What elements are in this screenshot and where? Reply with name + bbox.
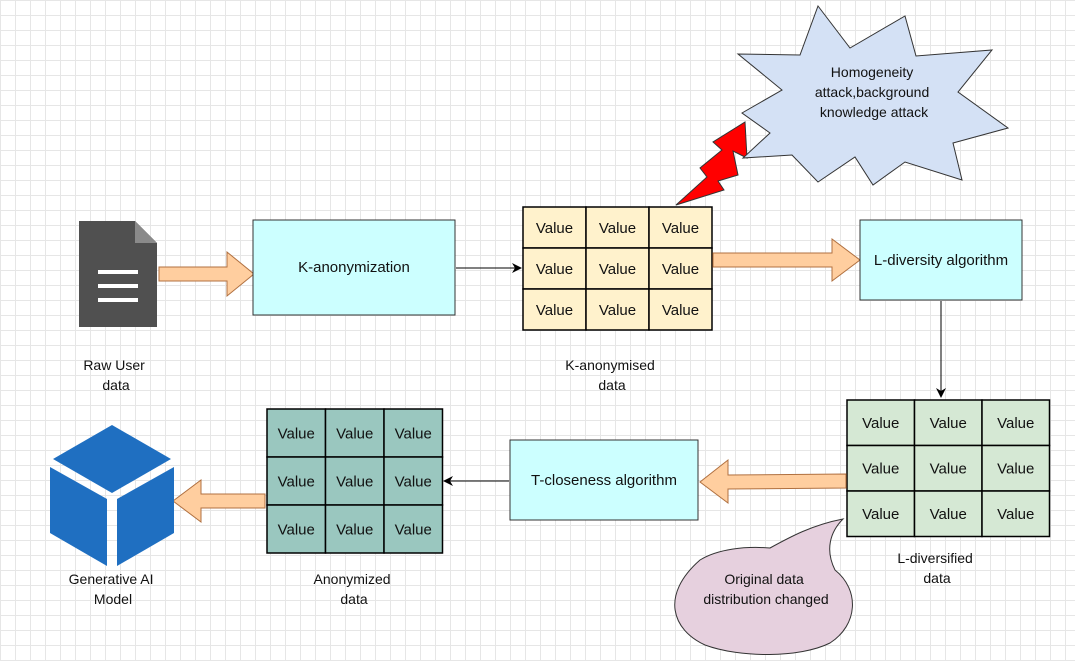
k-anonymization-box[interactable]: K-anonymization [252,219,456,316]
t-closeness-label: T-closeness algorithm [531,472,677,489]
table-cell-value: Value [599,261,636,278]
table-cell [585,288,650,331]
raw-user-data-label: Raw User data [83,357,148,393]
table-cell-value: Value [395,473,432,490]
table-cell [383,456,444,506]
table-cell-value: Value [930,506,967,523]
l-diversity-label: L-diversity algorithm [874,252,1008,269]
table-cell-value: Value [862,415,899,432]
attack-starburst: Homogeneity attack,background knowledge … [736,4,1010,186]
table-cell [648,288,713,331]
k-anonymization-label: K-anonymization [298,259,410,276]
table-cell [846,399,916,447]
cube-icon [50,425,174,566]
block-arrow-table-to-l [712,238,861,282]
callout-bubble: Original data distribution changed [674,518,853,655]
table-cell-value: Value [662,220,699,237]
table-cell-value: Value [278,473,315,490]
table-cell-value: Value [395,521,432,538]
table-cell-value: Value [930,415,967,432]
table-cell-value: Value [599,220,636,237]
table-cell-value: Value [862,506,899,523]
table-cell-value: Value [997,506,1034,523]
t-closeness-box[interactable]: T-closeness algorithm [509,439,699,521]
anonymized-data-label: Anonymized data [314,571,395,607]
table-cell-value: Value [662,302,699,319]
block-arrow-l-to-t [699,458,847,504]
table-cell [981,490,1051,538]
table-cell-value: Value [395,425,432,442]
table-cell-value: Value [278,425,315,442]
table-cell [981,399,1051,447]
k-anonymised-data-label: K-anonymised data [565,357,658,393]
callout-label: Original data distribution changed [703,571,828,607]
table-cell [383,408,444,458]
attack-label: Homogeneity attack,background knowledge … [815,64,933,120]
generative-ai-label: Generative AI Model [69,571,158,607]
l-diversity-box[interactable]: L-diversity algorithm [859,219,1023,301]
table-cell [324,504,385,554]
block-arrow-table-to-ai [172,479,266,523]
table-cell-value: Value [997,461,1034,478]
table-cell-value: Value [278,521,315,538]
table-cell-value: Value [536,261,573,278]
table-cell-value: Value [336,425,373,442]
table-cell-value: Value [862,461,899,478]
table-cell [522,206,587,249]
table-cell-value: Value [536,302,573,319]
lightning-bolt [675,121,748,206]
table-cell [648,247,713,290]
table-cell-value: Value [997,415,1034,432]
l-diversified-data-label: L-diversified data [897,550,976,586]
table-cell [324,408,385,458]
document-icon [79,221,157,327]
table-cell-value: Value [336,521,373,538]
table-cell-value: Value [930,461,967,478]
table-cell-value: Value [662,261,699,278]
table-cell [383,504,444,554]
table-cell-value: Value [536,220,573,237]
table-cell [324,456,385,506]
table-cell-value: Value [336,473,373,490]
block-arrow-raw-to-k [158,250,255,298]
table-cell-value: Value [599,302,636,319]
table-cell [981,444,1051,492]
table-cell [266,456,327,506]
table-cell [846,444,916,492]
